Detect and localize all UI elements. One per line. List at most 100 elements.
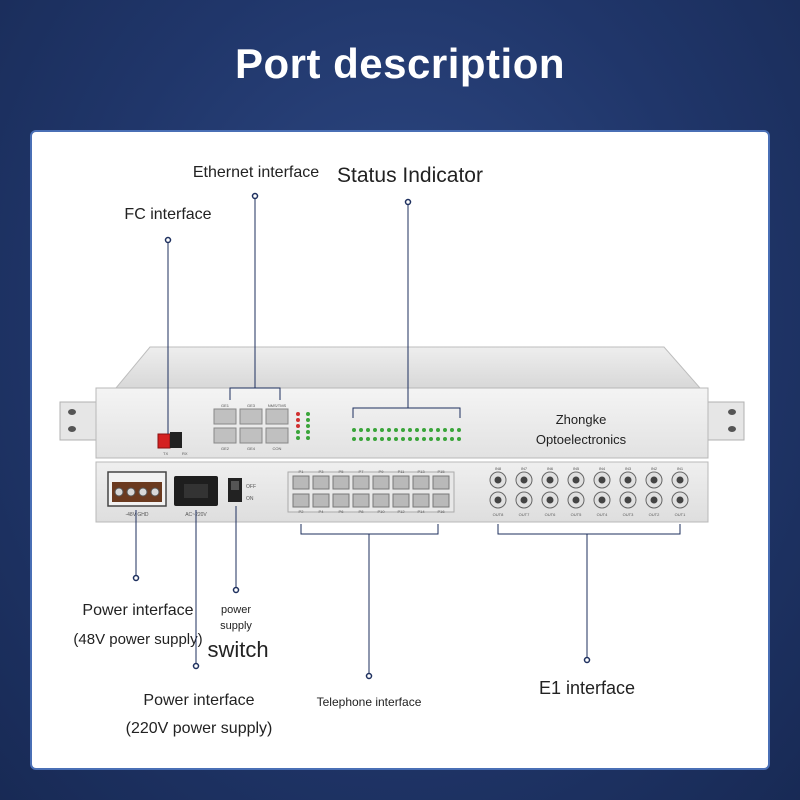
fc-interface-label: FC interface	[124, 206, 212, 223]
e1-port-label: OUT1	[675, 512, 686, 517]
telephone-port-label: P12	[397, 509, 405, 514]
led-indicator	[296, 418, 300, 422]
fc-port-rx	[170, 432, 182, 448]
e1-port-label: IN4	[599, 466, 606, 471]
status-indicator-label: Status Indicator	[337, 164, 483, 187]
status-led	[359, 428, 363, 432]
bnc-connector-pin	[520, 496, 528, 504]
status-led	[443, 428, 447, 432]
telephone-port-label: P16	[437, 509, 445, 514]
front-panel	[95, 387, 709, 459]
switch-label-line2: supply	[220, 620, 252, 632]
telephone-port	[432, 475, 450, 490]
telephone-interface-label: Telephone interface	[316, 695, 422, 709]
ge-bottom-label: CON	[273, 446, 282, 451]
bnc-connector-pin	[520, 476, 528, 484]
rack-ear-hole	[728, 426, 736, 432]
terminal-screw	[138, 487, 148, 497]
rack-ear-right	[707, 401, 745, 441]
telephone-port-label: P1	[299, 469, 305, 474]
status-led	[415, 428, 419, 432]
status-led	[401, 428, 405, 432]
e1-port-label: OUT5	[571, 512, 582, 517]
bnc-connector-pin	[572, 496, 580, 504]
status-led	[429, 428, 433, 432]
e1-port-label: IN1	[677, 466, 684, 471]
status-led	[352, 437, 356, 441]
status-led	[401, 437, 405, 441]
telephone-port	[332, 475, 350, 490]
bnc-connector-pin	[650, 476, 658, 484]
power-48v-sublabel: (48V power supply)	[73, 631, 203, 648]
status-led	[450, 428, 454, 432]
tx-label: TX	[163, 451, 168, 456]
switch-label-line3: switch	[207, 637, 269, 662]
e1-port-label: OUT2	[649, 512, 660, 517]
ge-bottom-label: GE2	[221, 446, 230, 451]
led-indicator	[306, 412, 310, 416]
status-led	[380, 428, 384, 432]
ethernet-port	[213, 427, 237, 444]
e1-port-label: OUT8	[493, 512, 504, 517]
telephone-port-label: P6	[339, 509, 345, 514]
bnc-connector-pin	[546, 476, 554, 484]
status-led	[450, 437, 454, 441]
bnc-connector-pin	[676, 476, 684, 484]
e1-port-label: OUT7	[519, 512, 530, 517]
status-indicator-leds	[352, 428, 461, 441]
telephone-port-label: P9	[379, 469, 385, 474]
ac-inlet-socket	[184, 484, 208, 498]
led-indicator	[296, 424, 300, 428]
ge-top-label: GE1	[221, 403, 230, 408]
status-led	[457, 437, 461, 441]
led-indicator	[296, 412, 300, 416]
status-led	[352, 428, 356, 432]
telephone-port-label: P15	[437, 469, 445, 474]
terminal-screw	[150, 487, 160, 497]
side-leds	[296, 412, 310, 440]
led-indicator	[306, 424, 310, 428]
terminal-screw	[114, 487, 124, 497]
switch-label-line1: power	[221, 604, 251, 616]
leader-lines	[135, 196, 681, 676]
status-led	[373, 437, 377, 441]
brand-line2: Optoelectronics	[536, 432, 627, 447]
telephone-port	[312, 493, 330, 508]
telephone-port-label: P7	[359, 469, 365, 474]
telephone-port	[412, 493, 430, 508]
e1-port-label: IN2	[651, 466, 658, 471]
status-led	[443, 437, 447, 441]
terminal-screw	[126, 487, 136, 497]
ethernet-port	[265, 408, 289, 425]
led-indicator	[296, 436, 300, 440]
status-led	[366, 437, 370, 441]
status-led	[429, 437, 433, 441]
terminal-block	[112, 482, 162, 502]
telephone-port	[352, 493, 370, 508]
rack-ear-hole	[68, 426, 76, 432]
e1-port-label: IN6	[547, 466, 554, 471]
page-title: Port description	[234, 40, 566, 87]
telephone-port	[392, 493, 410, 508]
telephone-port	[312, 475, 330, 490]
bnc-connector-pin	[624, 496, 632, 504]
telephone-port-label: P4	[319, 509, 325, 514]
ethernet-interface-label: Ethernet interface	[192, 164, 320, 181]
status-led	[422, 437, 426, 441]
telephone-port	[392, 475, 410, 490]
rx-label: RX	[182, 451, 188, 456]
telephone-port-label: P3	[319, 469, 325, 474]
e1-port-label: IN8	[495, 466, 502, 471]
telephone-port	[352, 475, 370, 490]
bnc-connector-pin	[494, 476, 502, 484]
brand-line1: Zhongke	[556, 412, 607, 427]
telephone-port	[332, 493, 350, 508]
led-indicator	[306, 418, 310, 422]
power-switch-rocker	[231, 481, 239, 490]
ge-top-label: GE3	[247, 403, 256, 408]
ethernet-ports: GE1 GE3 NMS/TMS GE2 GE4 CON	[213, 403, 289, 451]
bnc-connector-pin	[624, 476, 632, 484]
led-indicator	[306, 430, 310, 434]
status-led	[408, 428, 412, 432]
